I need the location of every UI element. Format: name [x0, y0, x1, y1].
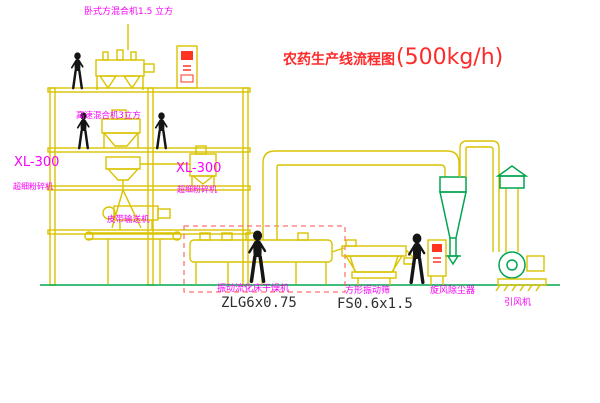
title-text: 农药生产线流程图: [283, 52, 395, 68]
label-dryer-model: ZLG6x0.75: [221, 295, 297, 311]
dryer-boundary: [183, 225, 346, 293]
label-mill-left-name: 超细粉碎机: [13, 182, 53, 191]
control-cabinet-1: [176, 45, 198, 89]
hopper-y-pipe: [105, 156, 142, 229]
granulator: [102, 205, 171, 230]
induced-draft-fan: [495, 251, 547, 292]
label-dryer-name: 振动流化床干燥机: [217, 284, 290, 294]
label-screen-model: FS0.6x1.5: [337, 296, 413, 312]
vibrating-screen: [341, 239, 415, 285]
label-belt-conveyor: 皮带输送机: [107, 215, 150, 225]
exhaust-duct-to-fan: [459, 140, 500, 252]
diagram-title: 农药生产线流程图 (500kg/h): [283, 45, 504, 70]
title-capacity: (500kg/h): [396, 45, 504, 70]
label-cyclone-name: 旋风除尘器: [430, 286, 476, 296]
label-mill-right-model: XL-300: [176, 161, 222, 176]
exhaust-stack: [495, 165, 529, 252]
label-square-mixer: 卧式方混合机1.5 立方: [84, 7, 174, 17]
control-cabinet-2: [427, 239, 447, 285]
belt-conveyor: [84, 231, 182, 284]
label-mill-left-model: XL-300: [14, 155, 60, 170]
pulverizer-unit: [140, 145, 217, 186]
label-high-speed-mixer: 高速混合机3立方: [76, 111, 141, 121]
label-screen-name: 方形振动筛: [345, 286, 391, 296]
label-fan-name: 引风机: [504, 298, 532, 308]
square-mixer: [95, 24, 155, 90]
high-speed-mixer: [101, 109, 141, 148]
exhaust-duct-main: [262, 150, 460, 240]
fluid-bed-dryer: [189, 232, 345, 284]
worker-figure: [154, 111, 168, 150]
cyclone-separator: [439, 176, 467, 266]
label-mill-right-name: 超细粉碎机: [177, 185, 217, 194]
worker-figure: [70, 51, 84, 90]
